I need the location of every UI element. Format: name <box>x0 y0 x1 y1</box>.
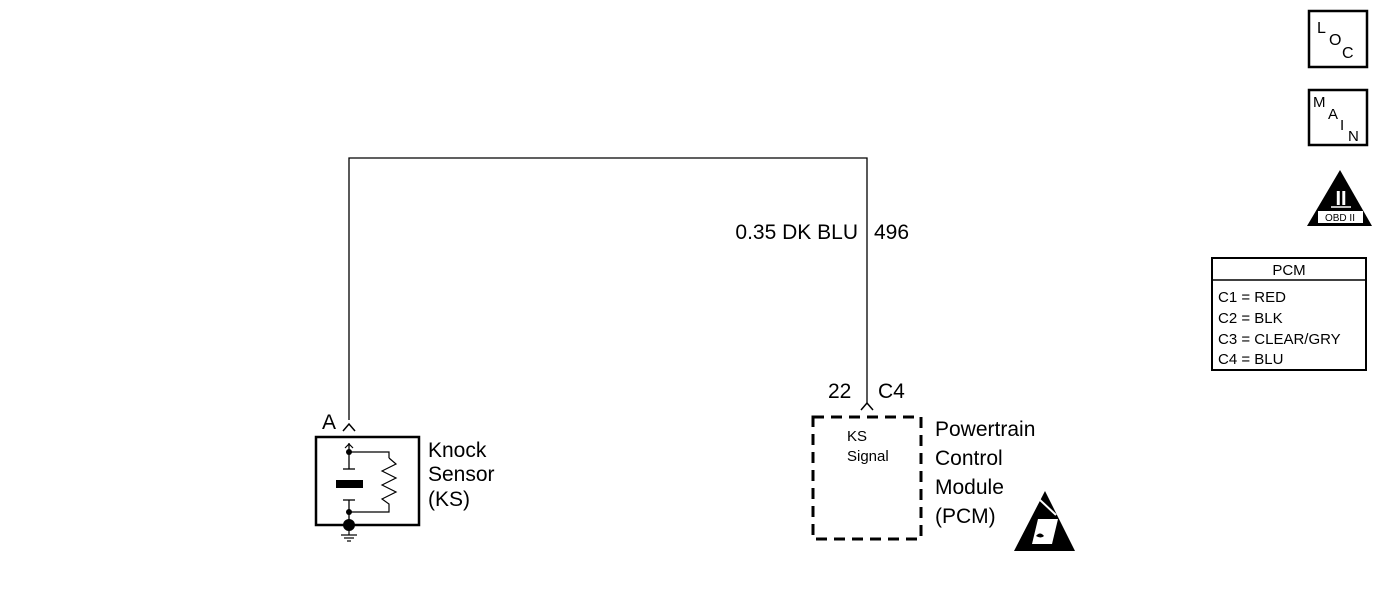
pcm-name-line-4: (PCM) <box>935 505 996 528</box>
loc-letter-1: L <box>1317 20 1326 37</box>
pcm-signal-label-line-1: KS <box>847 428 867 445</box>
obd-numeral: II <box>1335 188 1346 210</box>
sensor-pin-label: A <box>322 411 336 434</box>
sensor-name-line-2: Sensor <box>428 463 495 486</box>
main-letter-3: I <box>1340 117 1344 134</box>
pcm-name-line-1: Powertrain <box>935 418 1035 441</box>
sensor-name-line-1: Knock <box>428 439 487 462</box>
loc-button[interactable]: L O C <box>1307 9 1369 69</box>
obd-label: OBD II <box>1325 213 1355 224</box>
main-letter-1: M <box>1313 94 1326 111</box>
wire-size-color: 0.35 DK BLU <box>735 221 858 244</box>
legend-row-3: C3 = CLEAR/GRY <box>1218 331 1341 348</box>
esd-warning-icon <box>1014 491 1075 551</box>
legend-row-1: C1 = RED <box>1218 289 1286 306</box>
obd-ii-button[interactable]: II OBD II <box>1307 170 1372 226</box>
main-letter-2: A <box>1328 106 1338 123</box>
pcm-pin-connector <box>860 401 874 411</box>
pcm-name-line-3: Module <box>935 476 1004 499</box>
signal-wire <box>348 157 868 420</box>
wire-circuit-number: 496 <box>874 221 909 244</box>
main-letter-4: N <box>1348 128 1359 145</box>
loc-letter-3: C <box>1342 45 1354 62</box>
loc-letter-2: O <box>1329 32 1341 49</box>
sensor-name-line-3: (KS) <box>428 488 470 511</box>
pcm-connector-label: C4 <box>878 380 905 403</box>
pcm-signal-label-line-2: Signal <box>847 448 889 465</box>
legend-title: PCM <box>1272 262 1305 279</box>
legend-row-4: C4 = BLU <box>1218 351 1283 368</box>
pcm-pin-number: 22 <box>828 380 851 403</box>
legend-row-2: C2 = BLK <box>1218 310 1283 327</box>
pcm-module-box <box>811 415 923 541</box>
sensor-pin-connector <box>342 422 356 432</box>
knock-sensor <box>314 435 421 542</box>
main-button[interactable]: M A I N <box>1307 88 1369 147</box>
pcm-name-line-2: Control <box>935 447 1003 470</box>
connector-color-legend: PCM C1 = RED C2 = BLK C3 = CLEAR/GRY C4 … <box>1211 257 1367 371</box>
